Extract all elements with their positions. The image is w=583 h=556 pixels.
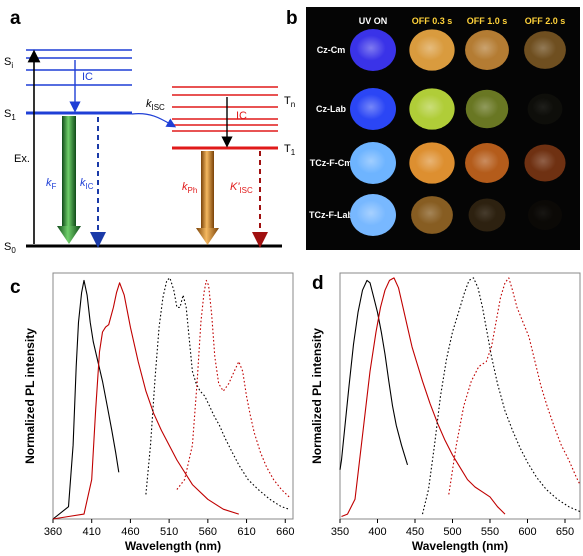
- label-kisc-prime: K'ISC: [230, 181, 253, 195]
- label-ic-top: IC: [82, 71, 93, 83]
- column-header: OFF 0.3 s: [412, 16, 453, 26]
- chart-d-tick-label: 350: [331, 526, 349, 538]
- photo-spot: [350, 142, 396, 184]
- label-ic-right: IC: [236, 110, 247, 122]
- chart-c-tick-label: 460: [121, 526, 139, 538]
- photo-spot: [350, 88, 396, 130]
- panel-label-c: c: [10, 277, 21, 298]
- chart-c-series-line: [52, 279, 120, 520]
- photo-spot: [527, 199, 563, 231]
- chart-c-frame: [52, 272, 294, 520]
- chart-c-series-line: [176, 279, 290, 498]
- photo-spot: [524, 31, 566, 69]
- photo-spot: [350, 29, 396, 71]
- chart-c-ticks: 360 410 460 510 560 610 660: [44, 519, 294, 538]
- chart-c-tick-label: 610: [237, 526, 255, 538]
- row-label: Cz-Cm: [317, 45, 346, 55]
- chart-d-series-line: [339, 279, 409, 470]
- panel-b-photo-grid: b UV ON OFF 0.3 s OFF 1.0 s OFF 2.0 s Cz-Cm…: [286, 7, 580, 250]
- photo-column-headers: UV ON OFF 0.3 s OFF 1.0 s OFF 2.0 s: [359, 16, 566, 26]
- isc-arrow: [131, 113, 177, 128]
- column-header: OFF 1.0 s: [467, 16, 508, 26]
- panel-label-a: a: [10, 8, 21, 29]
- label-kph: kPh: [182, 181, 197, 195]
- chart-d-ticks: 350 400 450 500 550 600 650: [331, 519, 574, 538]
- label-tn: Tn: [284, 95, 295, 109]
- chart-d-frame: [339, 272, 581, 520]
- chart-c-tick-label: 560: [199, 526, 217, 538]
- label-kic: kIC: [80, 177, 94, 191]
- singlet-levels: [26, 49, 132, 115]
- row-label: TCz-F-Lab: [309, 210, 353, 220]
- panel-label-b: b: [286, 8, 298, 29]
- chart-d-tick-label: 450: [406, 526, 424, 538]
- chart-d-tick-label: 550: [481, 526, 499, 538]
- column-header: UV ON: [359, 16, 388, 26]
- row-label: TCz-F-Cm: [310, 158, 353, 168]
- fluorescence-arrow: [57, 116, 81, 244]
- photo-spot: [465, 89, 509, 129]
- label-t1: T1: [284, 143, 296, 157]
- chart-c-series: [52, 277, 290, 520]
- row-label: Cz-Lab: [316, 104, 346, 114]
- label-kf: kF: [46, 177, 57, 191]
- label-excitation: Ex.: [14, 153, 30, 165]
- photo-spots: [350, 29, 566, 236]
- label-kisc: kISC: [146, 98, 165, 112]
- chart-c-series-line: [145, 277, 290, 510]
- chart-c-tick-label: 410: [83, 526, 101, 538]
- chart-d-tick-label: 600: [518, 526, 536, 538]
- chart-d-series-line: [421, 277, 581, 515]
- photo-spot: [465, 30, 509, 70]
- chart-c-series-line: [52, 282, 239, 520]
- chart-c-ylabel: Normalized PL intensity: [23, 328, 37, 464]
- chart-d-series: [339, 277, 581, 518]
- triplet-levels: [172, 86, 278, 150]
- chart-d-series-line: [341, 277, 506, 518]
- photo-spot: [409, 88, 455, 130]
- chart-c-tick-label: 660: [276, 526, 294, 538]
- phosphorescence-arrow: [196, 151, 219, 245]
- label-s1: S1: [4, 108, 16, 122]
- panel-label-d: d: [312, 273, 324, 294]
- photo-spot: [350, 194, 396, 236]
- chart-d-tick-label: 650: [556, 526, 574, 538]
- chart-d-tick-label: 400: [368, 526, 386, 538]
- chart-d-tick-label: 500: [443, 526, 461, 538]
- photo-spot: [468, 198, 506, 232]
- chart-c-xlabel: Wavelength (nm): [125, 539, 221, 553]
- photo-spot: [527, 93, 563, 125]
- column-header: OFF 2.0 s: [525, 16, 566, 26]
- photo-spot: [409, 29, 455, 71]
- chart-d-xlabel: Wavelength (nm): [412, 539, 508, 553]
- chart-d-series-line: [448, 277, 581, 495]
- photo-spot: [411, 196, 453, 234]
- photo-spot: [524, 144, 566, 182]
- chart-c-tick-label: 510: [160, 526, 178, 538]
- photo-spot: [465, 143, 509, 183]
- chart-d-ylabel: Normalized PL intensity: [310, 328, 324, 464]
- photo-spot: [409, 142, 455, 184]
- label-si: Si: [4, 56, 13, 70]
- label-s0: S0: [4, 241, 16, 255]
- chart-c-tick-label: 360: [44, 526, 62, 538]
- panel-a-energy-diagram: a Si S1 S0 Tn T1 Ex. IC: [4, 8, 296, 255]
